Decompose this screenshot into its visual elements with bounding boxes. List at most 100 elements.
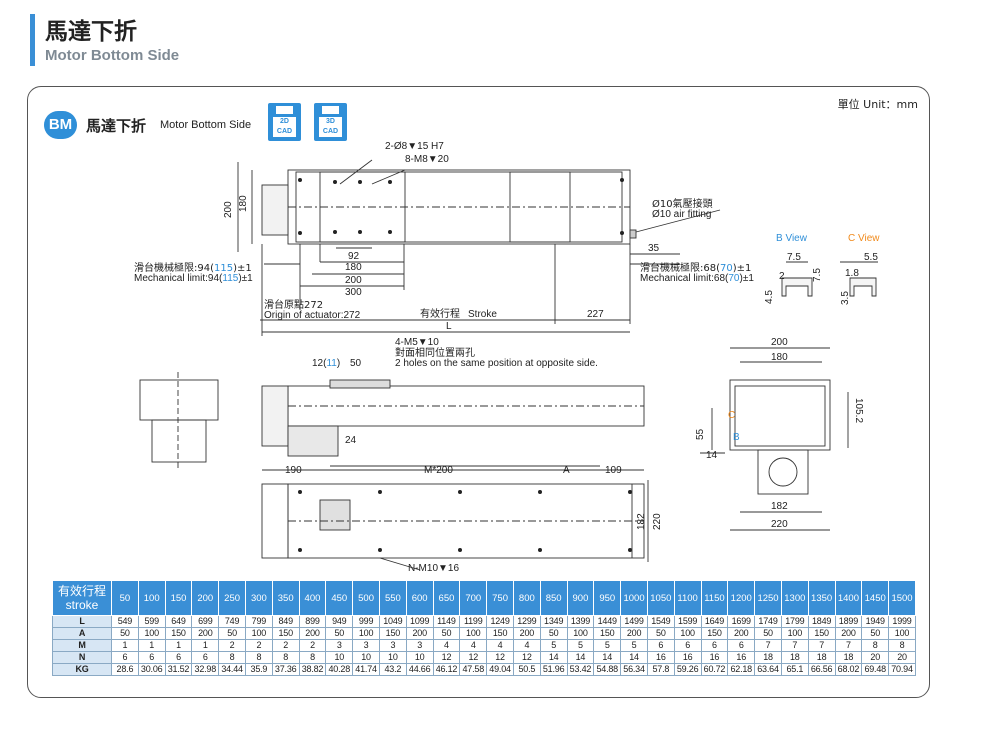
table-cell: 43.2 [378, 663, 407, 676]
end-dim-180: 180 [771, 352, 788, 363]
table-header-cell: 900 [566, 580, 595, 616]
table-header-cell: 1150 [700, 580, 729, 616]
table-cell: 999 [352, 615, 380, 628]
table-cell: 100 [780, 627, 809, 640]
table-header-cell: 1100 [673, 580, 702, 616]
table-header-cell: 700 [459, 580, 488, 616]
b-dim-2: 2 [779, 271, 785, 282]
table-cell: 50 [111, 627, 139, 640]
table-cell: 3 [325, 639, 354, 652]
dim-190: 190 [285, 465, 302, 476]
table-cell: 1749 [754, 615, 782, 628]
table-cell: 18 [754, 651, 782, 664]
table-cell: 100 [352, 627, 380, 640]
m5-note: 4-M5▼10 [395, 337, 439, 348]
table-cell: 699 [191, 615, 220, 628]
table-cell: 1249 [486, 615, 514, 628]
c-dim-5-5: 5.5 [864, 252, 878, 263]
table-cell: 14 [566, 651, 595, 664]
dim-300: 300 [345, 287, 362, 298]
table-cell: 12 [512, 651, 541, 664]
end-label-C: C [728, 410, 735, 421]
table-cell: 100 [888, 627, 916, 640]
origin-zh: 滑台原點272 [264, 298, 323, 311]
table-cell: 1549 [646, 615, 675, 628]
table-cell: 1949 [861, 615, 890, 628]
table-cell: 100 [244, 627, 273, 640]
table-cell: 8 [298, 651, 327, 664]
table-cell: 18 [780, 651, 809, 664]
dim-24: 24 [345, 435, 357, 446]
table-cell: 38.82 [298, 663, 327, 676]
table-cell: 7 [834, 639, 863, 652]
table-cell: 1649 [700, 615, 729, 628]
table-cell: 899 [298, 615, 327, 628]
limit-right-en: Mechanical limit:68(70)±1 [640, 273, 754, 284]
table-cell: 34.44 [218, 663, 246, 676]
dim-35: 35 [648, 243, 660, 254]
table-cell: 10 [405, 651, 434, 664]
table-cell: 6 [700, 639, 729, 652]
table-cell: 799 [244, 615, 273, 628]
table-header-cell: 150 [164, 580, 193, 616]
table-cell: 1199 [459, 615, 488, 628]
stroke-en: Stroke [468, 309, 497, 320]
table-cell: 4 [432, 639, 461, 652]
table-header-cell: 600 [405, 580, 434, 616]
table-cell: 1599 [673, 615, 702, 628]
drawing-panel [27, 86, 930, 698]
table-cell: 1999 [888, 615, 916, 628]
table-cell: 47.58 [459, 663, 488, 676]
dim-92: 92 [348, 251, 360, 262]
table-header-cell: 400 [298, 580, 327, 616]
table-cell: 200 [298, 627, 327, 640]
table-cell: 100 [566, 627, 595, 640]
table-header-cell: 450 [325, 580, 354, 616]
air-fitting-zh: Ø10氣壓接頭 [652, 197, 713, 210]
table-cell: 200 [727, 627, 756, 640]
dim-182-side: 182 [636, 513, 647, 530]
section-title-en: Motor Bottom Side [160, 119, 252, 131]
table-cell: 16 [646, 651, 675, 664]
table-cell: 1899 [834, 615, 863, 628]
table-cell: 649 [164, 615, 193, 628]
section-badge: BM [44, 111, 77, 139]
table-cell: 6 [727, 639, 756, 652]
table-cell: 12 [459, 651, 488, 664]
table-header-cell: 300 [244, 580, 273, 616]
limit-left-en: Mechanical limit:94(115)±1 [134, 273, 253, 284]
table-header-cell: 1450 [861, 580, 890, 616]
table-cell: 50 [861, 627, 890, 640]
hole-note: 2-Ø8▼15 H7 [385, 141, 444, 152]
table-cell: 14 [539, 651, 568, 664]
table-cell: 8 [861, 639, 890, 652]
table-cell: 150 [271, 627, 300, 640]
m5-zh: 對面相同位置兩孔 [395, 346, 475, 359]
table-header-cell: 200 [191, 580, 220, 616]
limit-left-zh: 滑台機械極限:94(115)±1 [134, 261, 252, 274]
table-cell: 1499 [620, 615, 648, 628]
table-cell: 1149 [432, 615, 461, 628]
table-cell: 150 [164, 627, 193, 640]
table-cell: 2 [218, 639, 246, 652]
origin-en: Origin of actuator:272 [264, 310, 361, 321]
table-header-cell: 850 [539, 580, 568, 616]
table-cell: 16 [727, 651, 756, 664]
table-cell: 200 [405, 627, 434, 640]
table-cell: 2 [271, 639, 300, 652]
table-cell: 56.34 [620, 663, 648, 676]
table-cell: 53.42 [566, 663, 595, 676]
table-cell: 12 [486, 651, 514, 664]
b-dim-7-5: 7.5 [787, 252, 801, 263]
table-cell: 50 [646, 627, 675, 640]
table-cell: 150 [807, 627, 836, 640]
table-cell: 1099 [405, 615, 434, 628]
table-cell: 6 [646, 639, 675, 652]
